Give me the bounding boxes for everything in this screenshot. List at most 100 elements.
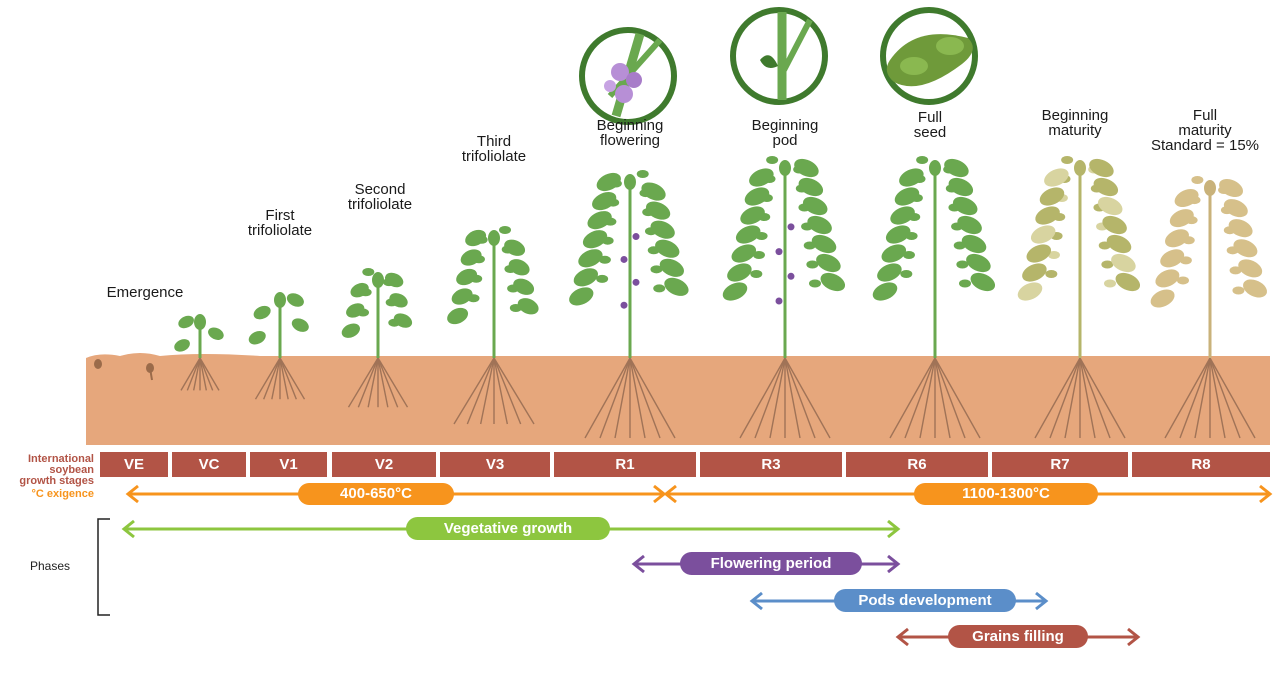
leaf-9-3	[1238, 259, 1263, 278]
stage-title-v2: Second trifoliolate	[347, 181, 413, 213]
leaf-4-2	[451, 288, 473, 305]
stage-title-r6: Full seed	[913, 109, 947, 141]
stage-ve: VE	[100, 452, 168, 477]
root-9-5	[1209, 357, 1241, 439]
leaf-b-9-11	[1191, 176, 1204, 184]
leaf-6-9	[802, 196, 828, 216]
leaf-5-5	[655, 239, 680, 258]
leaf-5-8	[587, 211, 612, 230]
leaf-9-5	[1233, 239, 1258, 258]
leaf-9-8	[1169, 209, 1194, 228]
leaf-3-1	[393, 313, 413, 328]
leaf-6-3	[816, 253, 841, 273]
stage-r7: R7	[992, 452, 1128, 477]
leaf-b-8-3	[1047, 251, 1060, 259]
leaf-6-1	[820, 272, 846, 292]
leaf-8-3	[1111, 253, 1136, 273]
stage-r3: R3	[700, 452, 842, 477]
flower-6-2	[775, 248, 783, 256]
flower-5-2	[620, 255, 628, 263]
leaf-5-9	[645, 201, 671, 220]
leaf-b-8-1	[1045, 270, 1058, 278]
seed-detail-circle	[880, 7, 978, 105]
root-7-0	[889, 357, 936, 439]
leaf-b-7-13	[916, 156, 929, 164]
leaf-7-8	[890, 206, 915, 225]
leaf-9-6	[1165, 229, 1189, 248]
leaf-9-10	[1174, 189, 1199, 208]
leaf-6-5	[811, 234, 837, 254]
phase-flowering-pill: Flowering period	[680, 552, 862, 575]
leaf-top-6	[779, 160, 791, 176]
leaf-9-2	[1155, 269, 1180, 288]
flower-6-0	[775, 297, 783, 305]
root-9-2	[1194, 357, 1211, 439]
root-8-1	[1049, 357, 1081, 439]
stage-title-r7: Beginning maturity	[1041, 107, 1109, 139]
leaf-6-11	[798, 177, 824, 197]
leaf-3-2	[346, 303, 365, 318]
plants-group	[94, 156, 1267, 439]
leaf-4-8	[465, 229, 487, 247]
stage-title-r3: Beginning pod	[751, 117, 819, 149]
root-4-5	[493, 357, 522, 425]
exigence-label: °C exigence	[31, 488, 94, 500]
leaf-7-7	[957, 215, 982, 235]
leaf-top-4	[488, 230, 500, 246]
leaf-4-4	[456, 268, 478, 286]
leaf-b-9-1	[1176, 276, 1189, 285]
stage-title-v3: Third trifoliolate	[461, 133, 527, 165]
leaf-5-7	[650, 220, 675, 239]
leaf-2-0	[248, 330, 266, 345]
leaf-3-5	[385, 272, 404, 288]
leaf-b-7-3	[902, 251, 915, 259]
flower-5-3	[632, 233, 640, 241]
root-6-6	[784, 357, 831, 439]
root-3-2	[367, 357, 379, 408]
stage-title-r8: Full maturity Standard = 15%	[1151, 107, 1259, 154]
leaf-7-1	[970, 272, 996, 292]
stage-r8: R8	[1132, 452, 1270, 477]
root-3-6	[377, 357, 409, 408]
leaf-1-1	[208, 327, 224, 340]
leaf-6-12	[749, 168, 774, 187]
leaf-4-7	[504, 239, 526, 256]
leaf-7-11	[948, 177, 974, 197]
root-5-2	[614, 357, 631, 439]
root-3-1	[357, 357, 379, 408]
root-4-2	[479, 357, 495, 425]
leaf-8-5	[1106, 234, 1132, 254]
leaf-b-7-1	[900, 270, 913, 278]
leaf-b-6-2	[806, 260, 819, 269]
leaf-8-2	[1022, 263, 1047, 282]
root-7-6	[934, 357, 981, 439]
leaf-4-0	[447, 307, 469, 325]
leaf-top-3	[372, 272, 384, 288]
leaf-9-4	[1160, 249, 1185, 268]
leaf-8-12	[1044, 168, 1069, 187]
leaf-6-0	[722, 282, 748, 301]
leaf-7-4	[881, 244, 907, 263]
leaf-b-5-12	[636, 170, 649, 178]
leaf-b-6-3	[752, 251, 765, 259]
leaf-5-2	[573, 268, 599, 287]
root-8-5	[1079, 357, 1111, 439]
seed-sprout	[149, 367, 153, 381]
leaf-2-2	[253, 305, 271, 320]
leaf-top-5	[624, 174, 636, 190]
leaf-b-8-0	[1104, 279, 1116, 288]
leaf-8-10	[1039, 187, 1065, 206]
flower-detail-circle	[579, 27, 677, 125]
stage-v3: V3	[440, 452, 550, 477]
leaf-b-9-2	[1229, 266, 1242, 275]
stage-title-v1: First trifoliolate	[247, 207, 313, 239]
leaf-9-0	[1150, 289, 1175, 308]
leaf-top-1	[194, 314, 206, 330]
stage-title-ve: Emergence	[106, 284, 184, 301]
leaf-7-12	[899, 168, 924, 187]
phase-vegetative-pill: Vegetative growth	[406, 517, 610, 540]
root-9-6	[1209, 357, 1256, 439]
root-7-1	[904, 357, 936, 439]
leaf-b-5-1	[596, 274, 609, 283]
leaf-top-8	[1074, 160, 1086, 176]
